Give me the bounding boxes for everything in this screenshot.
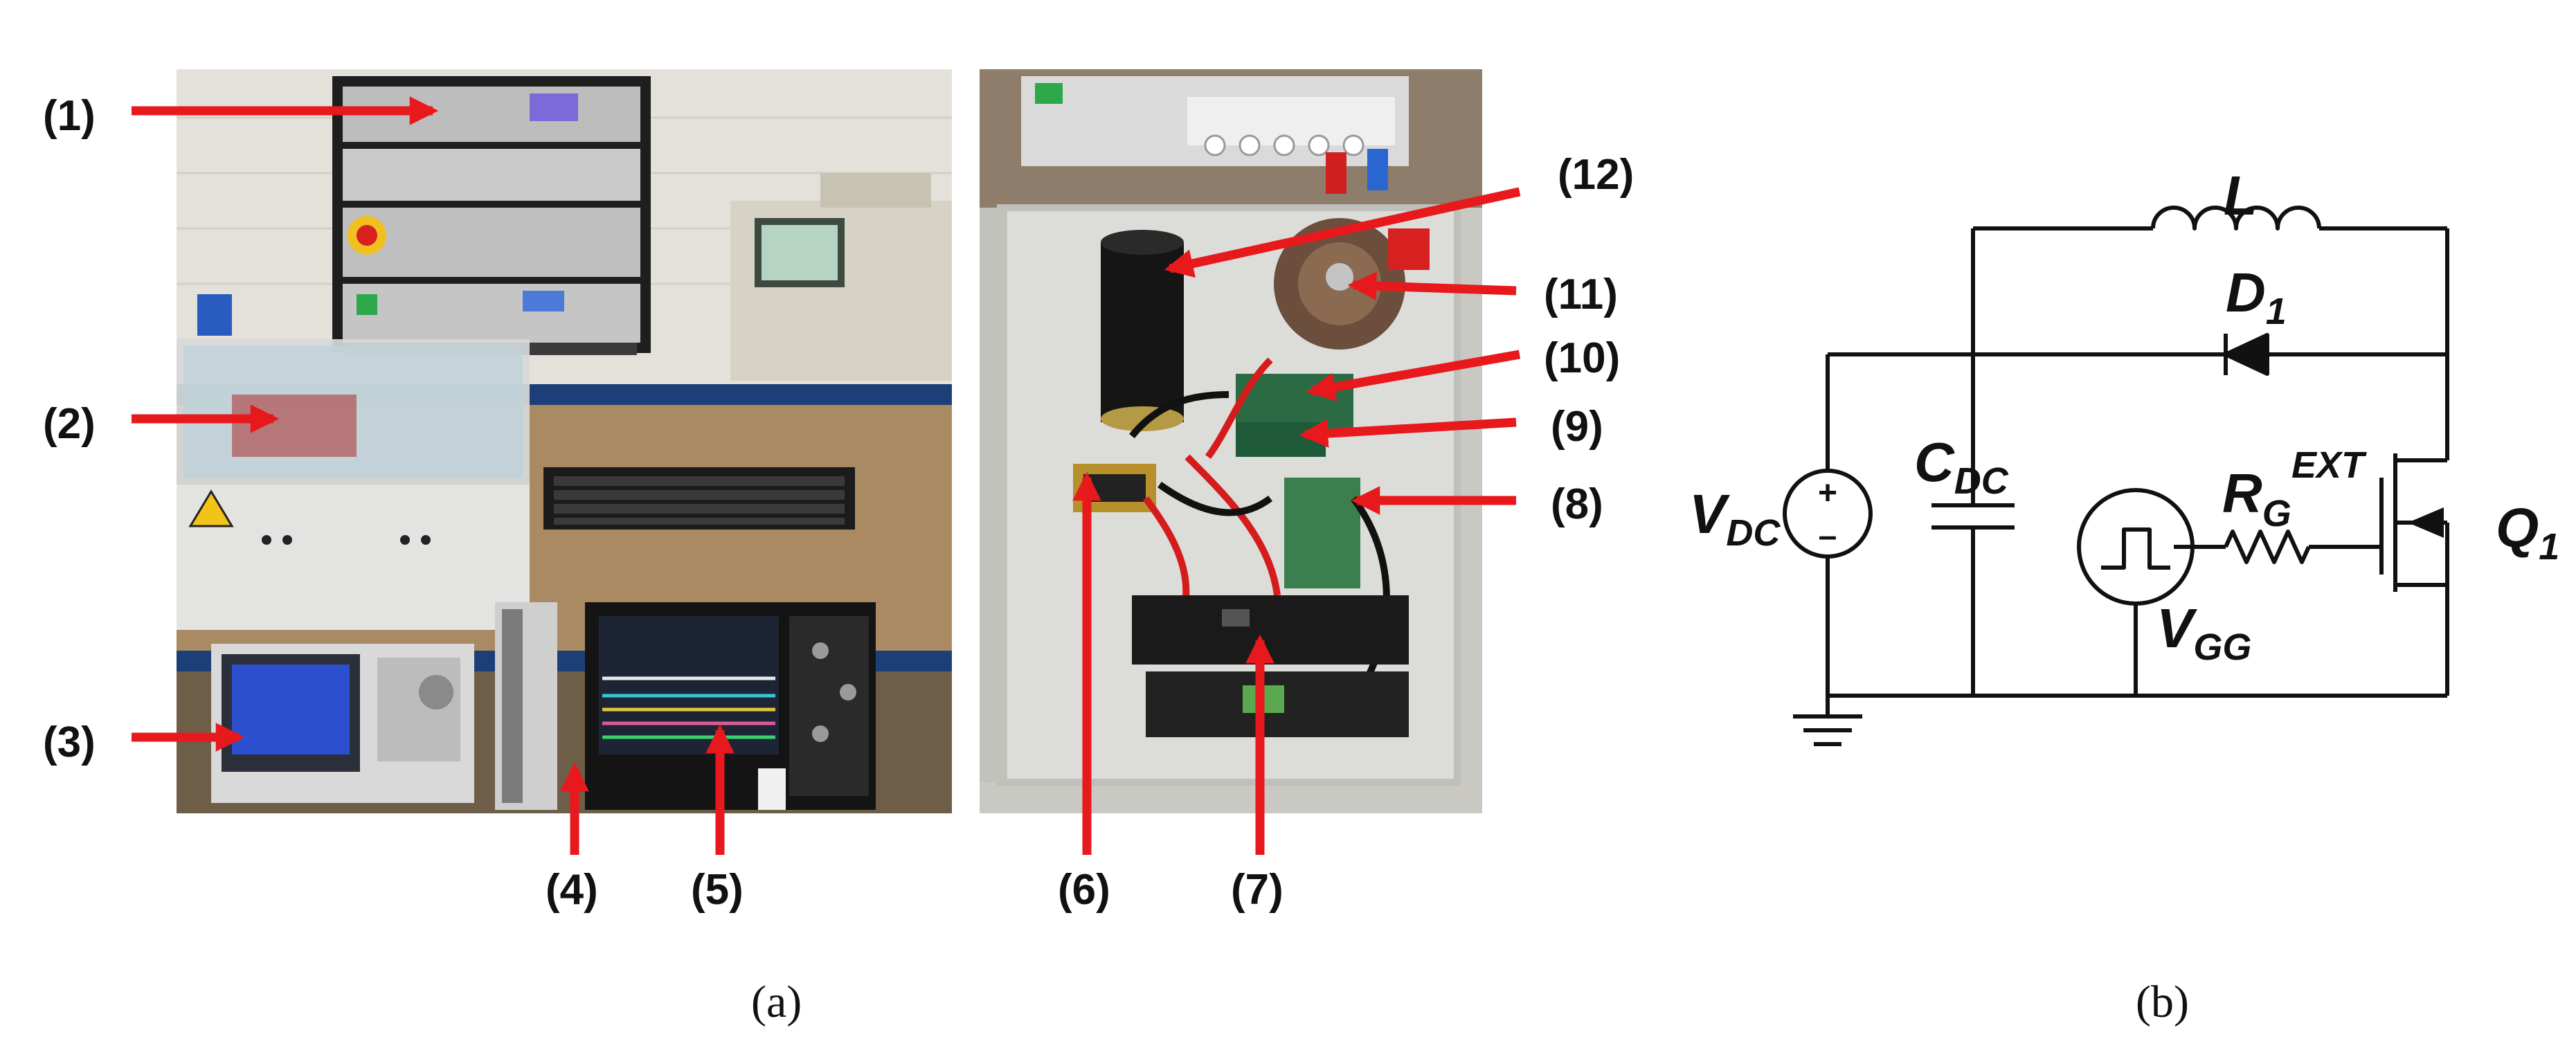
lab-setup-illustration: [177, 69, 952, 813]
label-resistor: RG: [2222, 462, 2291, 534]
label-3: (3): [43, 719, 96, 766]
label-10: (10): [1544, 334, 1621, 382]
label-resistor-ext: EXT: [2291, 444, 2367, 486]
mosfet-arrow: [2408, 507, 2444, 538]
label-capacitor: CDC: [1914, 431, 2009, 502]
inductor-L: [2151, 206, 2321, 231]
vdc-plus-sign: +: [1818, 475, 1837, 512]
label-2: (2): [43, 400, 96, 448]
circuit-box-illustration: [980, 69, 1482, 786]
label-vgg: VGG: [2156, 597, 2251, 668]
vgg-pulse-symbol: [2101, 527, 2170, 570]
label-11: (11): [1544, 271, 1618, 318]
arrow-11: [1347, 271, 1517, 300]
label-5: (5): [691, 866, 744, 914]
label-inductor: L: [2224, 165, 2258, 226]
caption-b: (b): [2136, 977, 2189, 1027]
label-9: (9): [1551, 403, 1603, 451]
label-4: (4): [546, 866, 598, 914]
vdc-minus-sign: –: [1819, 518, 1837, 554]
caption-a: (a): [751, 977, 802, 1027]
label-6: (6): [1058, 866, 1110, 914]
arrow-12: [1164, 187, 1521, 278]
circuit-box-photo: [980, 69, 1482, 813]
label-1: (1): [43, 92, 96, 140]
label-12: (12): [1558, 151, 1634, 199]
label-7: (7): [1231, 866, 1284, 914]
resistor-rg: [2224, 530, 2311, 564]
lab-setup-photo: [177, 69, 952, 813]
label-q1: Q1: [2496, 497, 2559, 568]
arrow-10: [1306, 350, 1521, 401]
label-8: (8): [1551, 480, 1603, 528]
diode-d1: [2224, 333, 2269, 376]
label-diode: D1: [2226, 262, 2287, 332]
label-vdc: VDC: [1689, 483, 1781, 554]
arrow-9: [1299, 417, 1517, 448]
